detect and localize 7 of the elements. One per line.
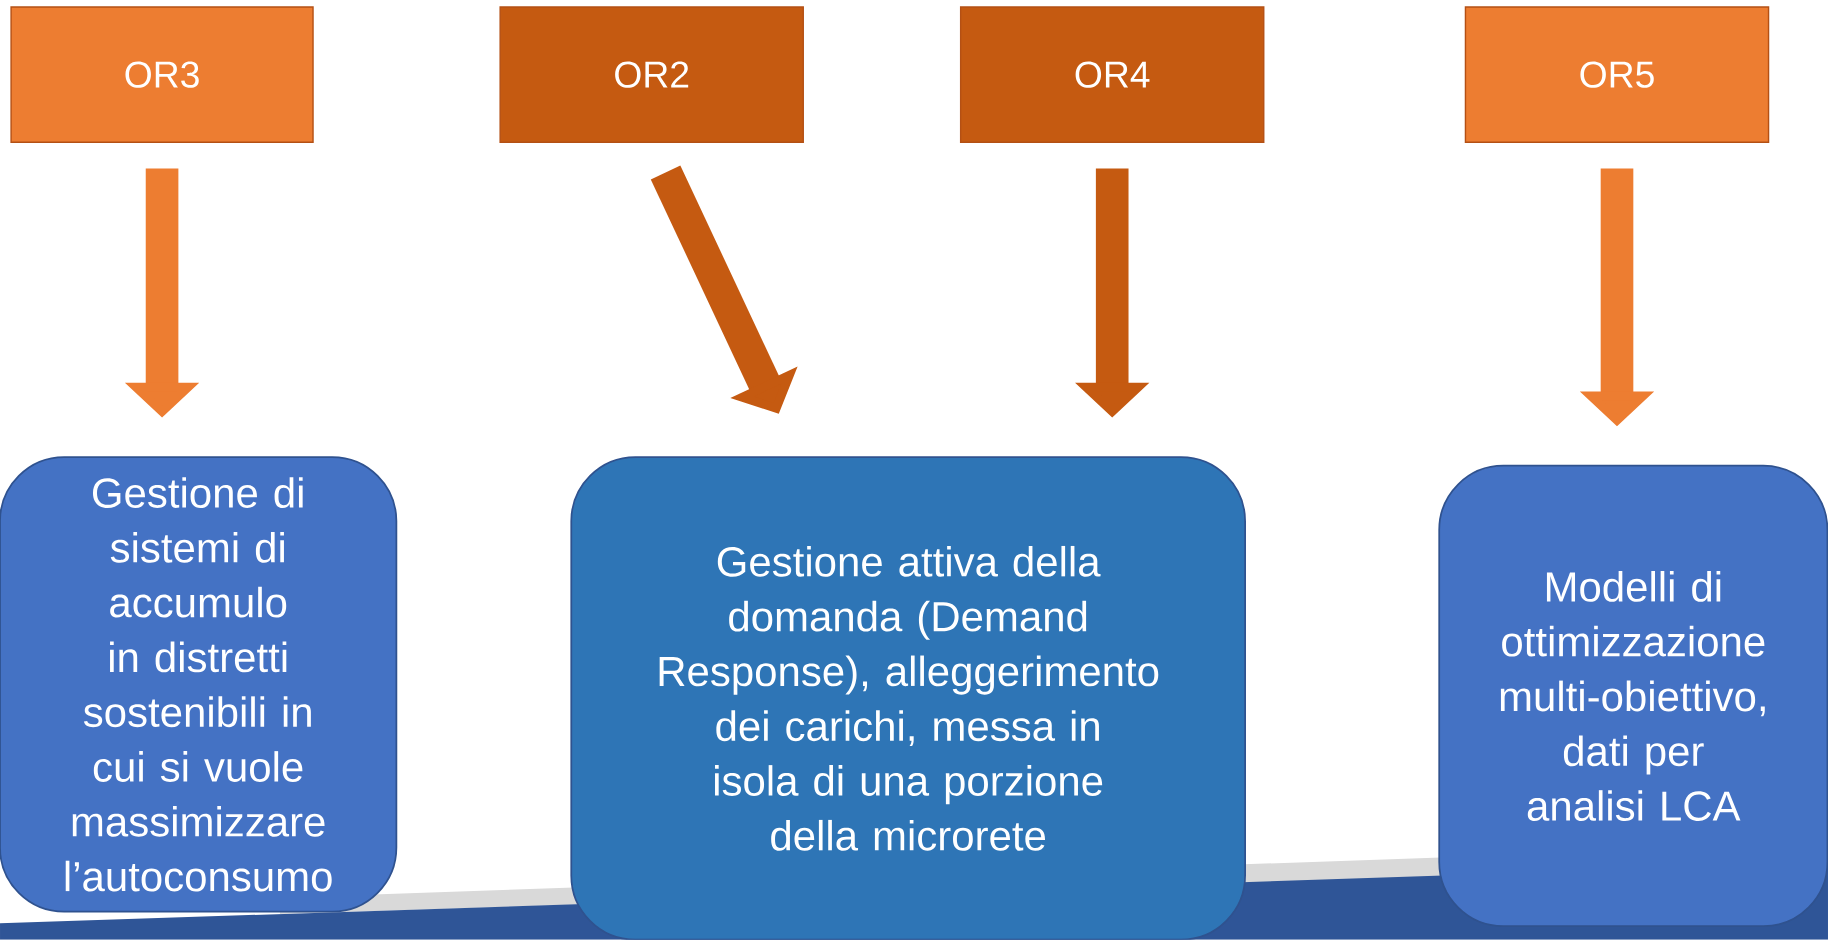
rounded-box: Gestione di sistemi di accumulo in distretti sostenibili in cui si vuole massimizzare l’autoconsumo: [0, 456, 398, 913]
label-box: OR2: [499, 6, 804, 144]
label-box: OR5: [1464, 6, 1770, 144]
label-box: OR4: [959, 6, 1265, 144]
rounded-box: Modelli di ottimizzazione multi-obiettivo, dati per analisi LCA: [1438, 465, 1828, 928]
label-box: OR3: [10, 6, 314, 144]
rounded-box: Gestione attiva della domanda (Demand Response), alleggerimento dei carichi, messa in isola di una porzione della microrete: [570, 456, 1246, 940]
